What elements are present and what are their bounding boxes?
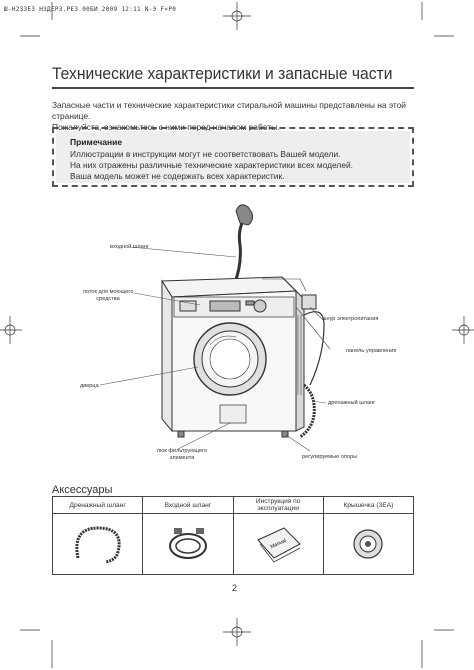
accessories-title: Аксессуары (52, 484, 113, 496)
crop-mark-bottom-center (223, 618, 251, 646)
crop-mark-top-center (223, 2, 251, 30)
drain-hose-icon (75, 526, 121, 564)
accessory-label: Крышечка (3ЕА) (343, 501, 394, 509)
note-box (52, 127, 414, 187)
label-control-panel: панель управления (346, 348, 397, 354)
accessory-cell (142, 513, 234, 575)
accessories-table: Дренажный шланг Входной шланг Инструкция… (51, 496, 415, 575)
page-title: Технические характеристики и запасные ча… (52, 64, 393, 83)
accessory-label: Инструкция по (255, 498, 301, 505)
label-adjustable-feet: регулируемые опоры (302, 454, 358, 460)
accessory-cell: Manual (232, 513, 324, 575)
label-power-cord: шнур электропитания (322, 316, 379, 322)
label-filter-cover-line-1: люк фильтрующего (156, 448, 208, 454)
note-line-1: Иллюстрации в инструкции могут не соотве… (70, 149, 341, 159)
label-detergent-drawer: лоток для моющего средства (78, 289, 138, 303)
accessory-cell (51, 513, 144, 575)
manual-icon: Manual (257, 527, 301, 563)
label-door: дверца (80, 383, 99, 389)
note-title: Примечание (70, 137, 123, 147)
accessory-cell (322, 513, 415, 575)
accessory-label: Дренажный шланг (69, 501, 126, 509)
title-rule (52, 87, 414, 89)
label-filter-cover: люк фильтрующего элемента (152, 448, 212, 462)
note-background (56, 131, 410, 183)
accessory-header: Инструкция по эксплуатации (232, 496, 324, 514)
label-inlet-hose: входной шланг (110, 244, 149, 250)
crop-mark-right-middle (452, 316, 474, 344)
page-number: 2 (232, 583, 238, 593)
accessory-label: Входной шланг (164, 501, 212, 509)
inlet-hose-icon (168, 528, 207, 559)
cap-icon (353, 529, 383, 559)
washing-machine-illustration (99, 204, 331, 452)
accessory-header: Крышечка (3ЕА) (322, 496, 415, 514)
faucet-icon (235, 204, 253, 226)
intro-line-1: Запасные части и технические характерист… (52, 100, 406, 121)
label-drain-hose: дренажный шланг (328, 400, 376, 406)
label-detergent-drawer-line-1: лоток для моющего (82, 289, 134, 295)
label-filter-cover-line-2: элемента (169, 455, 195, 461)
crop-mark-left-middle (0, 316, 22, 344)
accessory-header: Входной шланг (142, 496, 234, 514)
label-detergent-drawer-line-2: средства (96, 296, 120, 302)
print-header: Ш-Н2ЗЗЕЗ Н3ДЕРЗ.РЕЗ 00БИ 2009 12:11 N-Э … (4, 6, 177, 13)
note-line-2: На них отражены различные технические ха… (70, 160, 353, 170)
note-line-3: Ваша модель может не содержать всех хара… (70, 171, 285, 181)
accessory-label-line-2: эксплуатации (257, 505, 299, 512)
accessories-image-row: Manual (51, 513, 415, 575)
accessory-header: Дренажный шланг (51, 496, 144, 514)
accessories-header-row: Дренажный шланг Входной шланг Инструкция… (51, 496, 415, 514)
